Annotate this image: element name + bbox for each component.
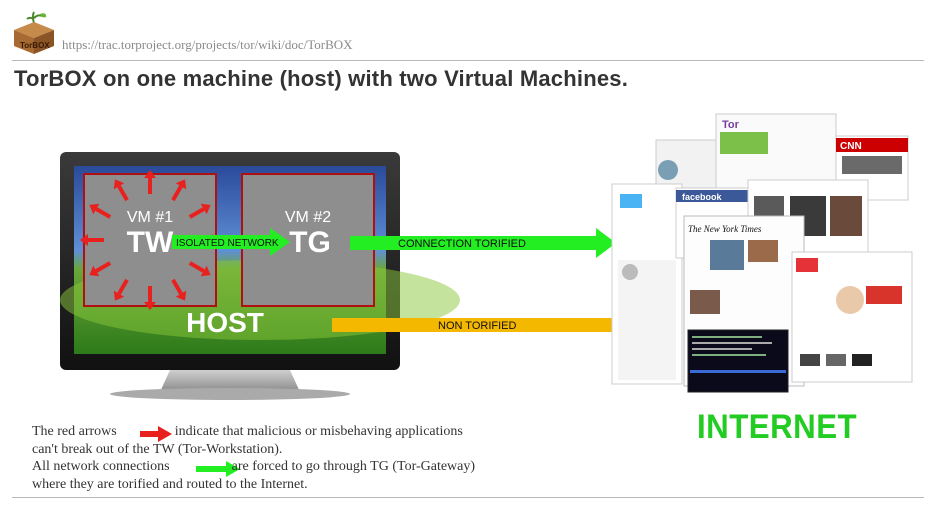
red-arrow-head (113, 179, 125, 190)
shop-person-photo (836, 286, 864, 314)
red-arrow-head (200, 265, 211, 277)
caption-line-3-prefix: All network connections (32, 459, 170, 474)
red-arrow-shaft (117, 185, 129, 202)
wikileaks-logo-icon (658, 160, 678, 180)
top-divider (12, 60, 924, 61)
shop-item-3 (852, 354, 872, 366)
tw-label: TW (127, 226, 174, 259)
red-arrow-head (144, 302, 156, 310)
red-arrow-shaft (188, 261, 205, 273)
vm1-label: VM #1 (127, 209, 173, 226)
tor-download-block (720, 132, 768, 154)
monitor-base (110, 388, 350, 400)
wikipedia-page (618, 260, 676, 380)
red-arrow-shaft (171, 278, 183, 295)
shop-promo-block (866, 286, 902, 304)
caption-green-arrow (196, 461, 240, 477)
terminal-status-line (690, 370, 786, 373)
red-arrow-head (89, 265, 100, 277)
tor-page-logo: Tor (722, 119, 740, 131)
red-arrow-shaft (95, 261, 112, 273)
terminal-text-1 (692, 336, 762, 338)
vm2-label: VM #2 (285, 209, 331, 226)
red-arrow-head (200, 203, 211, 215)
red-arrow-head (89, 203, 100, 215)
monitor-stand (160, 370, 300, 392)
svg-text:ISOLATED NETWORK: ISOLATED NETWORK (176, 238, 279, 249)
cnn-photo (842, 156, 902, 174)
terminal-text-2 (692, 342, 772, 344)
shop-item-1 (800, 354, 820, 366)
cnn-logo: CNN (840, 141, 862, 152)
twitter-bird-icon (620, 194, 642, 208)
caption-line-3: All network connections are forced to go … (32, 459, 475, 475)
isolated-network-arrow: ISOLATED NETWORK (172, 228, 290, 256)
red-arrow-shaft (117, 278, 129, 295)
red-arrow-head (144, 170, 156, 178)
caption-line-1-suffix: indicate that malicious or misbehaving a… (174, 424, 463, 439)
tg-label: TG (289, 226, 331, 259)
news-photo-1 (754, 196, 784, 218)
red-arrow-head (175, 179, 187, 190)
terminal-window (687, 329, 789, 393)
svg-text:TorBOX: TorBOX (20, 41, 50, 50)
news-photo-3 (830, 196, 862, 236)
red-arrow-head (113, 290, 125, 301)
svg-text:CONNECTION TORIFIED: CONNECTION TORIFIED (398, 238, 526, 250)
caption-line-2: can't break out of the TW (Tor-Workstati… (32, 442, 283, 457)
caption-line-4: where they are torified and routed to th… (32, 477, 308, 492)
page-title: TorBOX on one machine (host) with two Vi… (14, 66, 629, 91)
caption-line-3-suffix: are forced to go through TG (Tor-Gateway… (231, 459, 476, 474)
torbox-logo: TorBOX (14, 11, 54, 54)
caption-line-1: The red arrows indicate that malicious or… (32, 424, 463, 440)
cnn-header (836, 138, 908, 152)
terminal-text-4 (692, 354, 766, 356)
red-arrow-shaft (188, 207, 205, 219)
red-arrow-head (175, 290, 187, 301)
nyt-photo-1 (710, 240, 744, 270)
caption-line-1-prefix: The red arrows (32, 424, 117, 439)
nyt-logo: The New York Times (688, 224, 762, 234)
terminal-text-3 (692, 348, 752, 350)
host-label: HOST (186, 307, 264, 338)
facebook-logo: facebook (682, 192, 723, 202)
wikipedia-globe-icon (622, 264, 638, 280)
shop-item-2 (826, 354, 846, 366)
bottom-divider (12, 497, 924, 498)
nyt-photo-2 (748, 240, 778, 262)
source-url[interactable]: https://trac.torproject.org/projects/tor… (62, 37, 353, 52)
red-arrow-shaft (95, 207, 112, 219)
caption-red-arrow (140, 426, 172, 442)
red-arrow-shaft (171, 185, 183, 202)
internet-collage: Tor CNN facebook The New York Times (611, 113, 913, 393)
shop-logo-icon (796, 258, 818, 272)
red-arrow-head (80, 234, 88, 246)
torified-arrow: CONNECTION TORIFIED (350, 228, 616, 258)
nyt-photo-3 (690, 290, 720, 314)
internet-label: INTERNET (697, 408, 858, 446)
svg-text:NON TORIFIED: NON TORIFIED (438, 320, 516, 332)
